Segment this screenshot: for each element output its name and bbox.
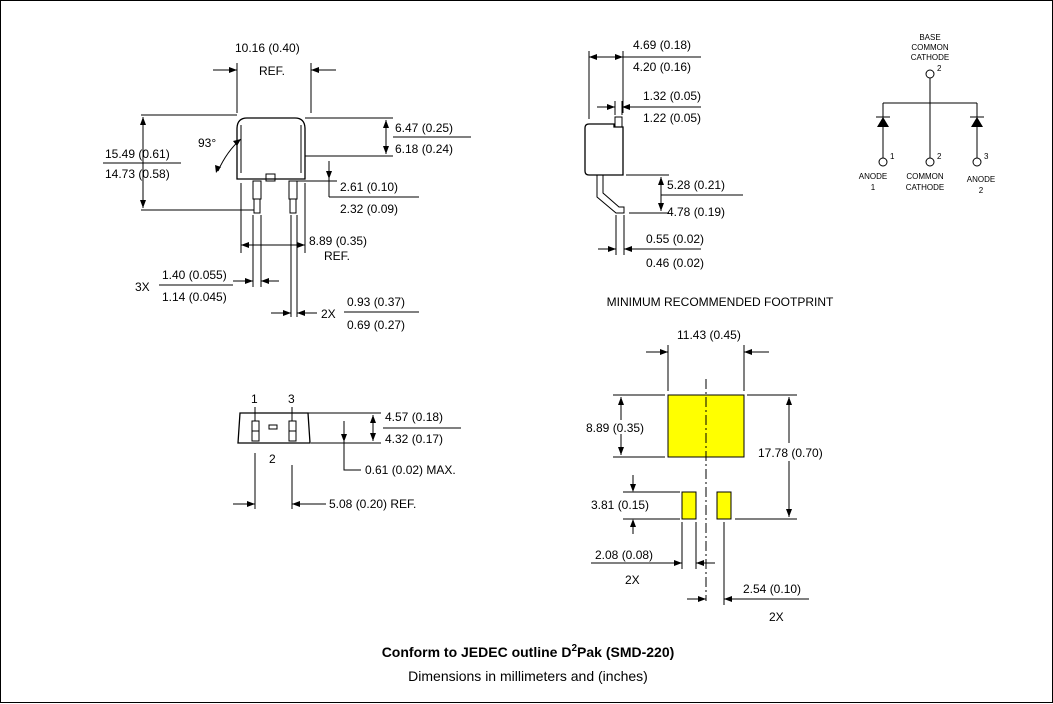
bottom-view: 1 3 2 4.57 (0.18) 4.32 (0.17) 0.61 (0.02…	[233, 392, 461, 511]
side-body	[584, 123, 624, 176]
dim-lead-t-mult: 2X	[321, 307, 336, 321]
footprint-title: MINIMUM RECOMMENDED FOOTPRINT	[607, 295, 834, 309]
dim-bottom-height-max: 4.57 (0.18)	[385, 410, 443, 424]
dim-standoff: 0.61 (0.02) MAX.	[365, 463, 456, 477]
schem-base-l3: CATHODE	[911, 53, 950, 62]
schem-pin2: 2	[937, 152, 942, 161]
schem-anode1-l1: ANODE	[859, 172, 887, 181]
dim-pad-height: 8.89 (0.35)	[586, 421, 644, 435]
dim-height-min: 14.73 (0.58)	[105, 167, 170, 181]
pin1-circle	[878, 157, 888, 167]
schem-pin3: 3	[984, 152, 989, 161]
footprint-lead-pad-2	[716, 491, 732, 520]
dim-foot-min: 0.46 (0.02)	[646, 256, 704, 270]
dim-body-max: 6.47 (0.25)	[395, 121, 453, 135]
dim-tab-max: 1.32 (0.05)	[643, 89, 701, 103]
dim-width: 10.16 (0.40)	[235, 41, 300, 55]
dim-tab-min: 1.22 (0.05)	[643, 111, 701, 125]
schem-anode2-l2: 2	[979, 186, 984, 195]
schem-anode2-l1: ANODE	[967, 175, 995, 184]
front-lead-1	[252, 180, 262, 200]
footprint: MINIMUM RECOMMENDED FOOTPRINT 11.43 (0.4…	[586, 295, 834, 624]
schem-anode1-l2: 1	[871, 183, 876, 192]
bottom-pin3: 3	[288, 392, 295, 406]
front-body-inner	[240, 125, 302, 173]
front-center-stub	[265, 173, 276, 182]
diode-1-icon	[877, 117, 889, 127]
dim-lead-len-max: 2.61 (0.10)	[340, 180, 398, 194]
bottom-body	[237, 412, 311, 444]
dim-lead-len-min: 2.32 (0.09)	[340, 202, 398, 216]
pinout-schematic: BASE COMMON CATHODE 2 1 2 3 ANODE 1 COMM…	[859, 33, 995, 195]
caption-title-sup: 2	[571, 643, 577, 654]
caption: Conform to JEDEC outline D2Pak (SMD-220)…	[382, 643, 675, 684]
diode-2-icon	[971, 117, 983, 127]
dim-lead-t-min: 0.69 (0.27)	[347, 318, 405, 332]
bottom-center-mark	[268, 424, 278, 430]
dim-lead-w-max: 1.40 (0.055)	[162, 268, 227, 282]
dim-lead-pitch: 2.54 (0.10)	[743, 582, 801, 596]
dim-lead-w-mult: 3X	[135, 280, 150, 294]
dim-total-height: 17.78 (0.70)	[758, 446, 823, 460]
dim-lead-min: 4.78 (0.19)	[667, 205, 725, 219]
schem-base-l1: BASE	[919, 33, 940, 42]
caption-title-a: Conform to JEDEC outline D	[382, 644, 572, 660]
dim-lead-pad-w-mult: 2X	[625, 573, 640, 587]
dim-lead-pad-len: 3.81 (0.15)	[591, 498, 649, 512]
pin2-circle	[925, 157, 935, 167]
bottom-pin2: 2	[269, 452, 276, 466]
base-pin-circle	[925, 69, 935, 79]
dim-pad-width: 11.43 (0.45)	[677, 328, 741, 342]
schem-base-l2: COMMON	[911, 43, 949, 52]
dim-width-ref: REF.	[259, 64, 285, 78]
dim-foot-max: 0.55 (0.02)	[646, 232, 704, 246]
front-lead-3	[288, 180, 298, 200]
dim-angle: 93°	[198, 136, 216, 150]
side-view: 4.69 (0.18) 4.20 (0.16) 1.32 (0.05) 1.22…	[584, 38, 743, 270]
dim-lead-t-max: 0.93 (0.37)	[347, 295, 405, 309]
schem-cc-l2: CATHODE	[906, 183, 945, 192]
dim-pitch: 8.89 (0.35)	[309, 234, 367, 248]
dim-pitch-ref: REF.	[324, 249, 350, 263]
dim-lead-pitch-mult: 2X	[769, 610, 784, 624]
dim-lead-w-min: 1.14 (0.045)	[162, 290, 227, 304]
caption-subtitle: Dimensions in millimeters and (inches)	[408, 668, 648, 684]
dim-thick-max: 4.69 (0.18)	[633, 38, 691, 52]
side-lead	[596, 175, 625, 214]
dim-body-min: 6.18 (0.24)	[395, 142, 453, 156]
dim-thick-min: 4.20 (0.16)	[633, 60, 691, 74]
side-tab	[614, 116, 623, 128]
dim-bottom-height-min: 4.32 (0.17)	[385, 432, 443, 446]
schem-base-pin: 2	[937, 64, 942, 73]
schem-cc-l1: COMMON	[906, 172, 944, 181]
bottom-pin1: 1	[251, 392, 258, 406]
schem-pin1: 1	[890, 152, 895, 161]
pin3-circle	[972, 157, 982, 167]
front-body-outline	[236, 117, 306, 180]
front-view: 10.16 (0.40) REF. 93° 15.49 (0.61) 14.73…	[103, 41, 471, 332]
dim-lead-max: 5.28 (0.21)	[667, 178, 725, 192]
dim-spacing: 5.08 (0.20) REF.	[329, 497, 416, 511]
caption-title: Conform to JEDEC outline D2Pak (SMD-220)	[382, 643, 675, 660]
dim-height-max: 15.49 (0.61)	[105, 147, 170, 161]
footprint-lead-pad-1	[681, 491, 697, 520]
dim-lead-pad-w: 2.08 (0.08)	[595, 548, 653, 562]
caption-title-b: Pak (SMD-220)	[577, 644, 674, 660]
